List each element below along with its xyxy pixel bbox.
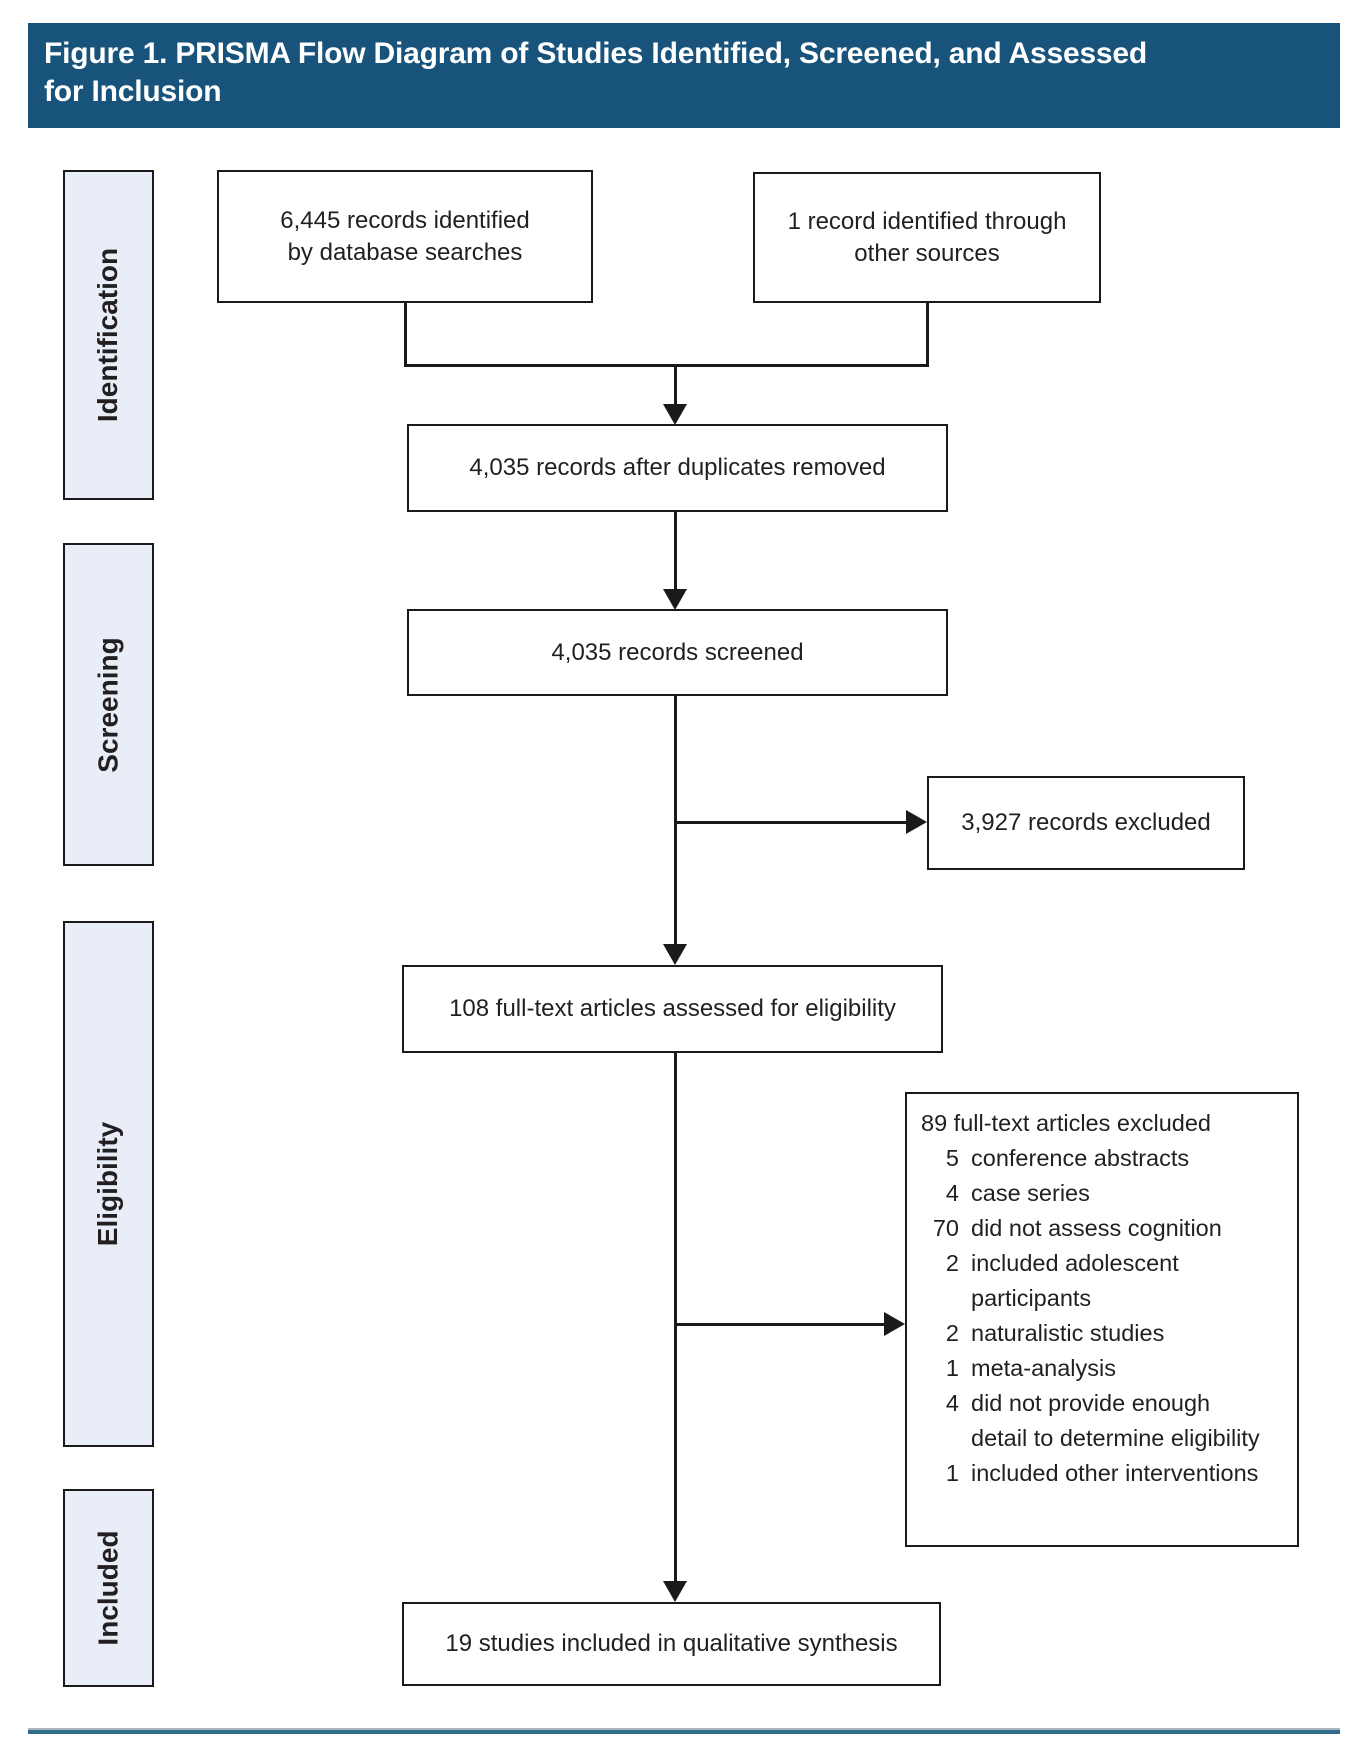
exclusion-item-count: 1 [945,1355,959,1381]
exclusion-item: 1 meta-analysis [921,1351,1285,1386]
stage-label-screening-text: Screening [92,636,124,773]
stage-label-identification-text: Identification [92,247,124,423]
stage-label-identification: Identification [63,170,154,500]
stage-label-screening: Screening [63,543,154,866]
box-fulltext-excluded: 89 full-text articles excluded 5 confere… [905,1092,1299,1547]
arrowhead-into-fulltext-box [663,944,687,965]
exclusion-item-count: 4 [945,1180,959,1206]
arrowhead-into-fulltext-excluded-box [884,1312,905,1336]
box-after-duplicates: 4,035 records after duplicates removed [407,424,948,512]
connector-left-drop [404,303,407,366]
box-included-synthesis-text: 19 studies included in qualitative synth… [445,1630,898,1657]
exclusion-item: 2 naturalistic studies [921,1316,1285,1351]
connector-merge-down [674,364,677,407]
connector-merge-horizontal [404,364,929,367]
box-other-sources-line2: other sources [854,239,1000,267]
arrowhead-into-screened-box [663,589,687,610]
exclusion-item-reason: naturalistic studies [971,1320,1165,1346]
exclusion-item: 2 included adolescent participants [921,1246,1285,1316]
box-fulltext-assessed: 108 full-text articles assessed for elig… [402,965,943,1053]
connector-branch-records-excluded [674,821,908,824]
exclusion-item: 4 case series [921,1176,1285,1211]
exclusion-item-reason: did not provide enough detail to determi… [971,1390,1260,1451]
connector-branch-fulltext-excluded [674,1323,886,1326]
box-records-identified: 6,445 records identified by database sea… [217,170,593,303]
figure-title-line1: Figure 1. PRISMA Flow Diagram of Studies… [44,37,1148,70]
exclusion-item-count: 4 [945,1390,959,1416]
exclusion-item-reason: included other interventions [971,1460,1259,1486]
arrowhead-into-duplicates-box [663,404,687,425]
connector-duplicates-to-screened [674,512,677,590]
figure-title-line2: for Inclusion [44,75,222,108]
box-records-excluded-text: 3,927 records excluded [961,809,1211,836]
connector-right-drop [926,303,929,366]
box-records-excluded: 3,927 records excluded [927,776,1245,870]
arrowhead-into-synthesis-box [663,1581,687,1602]
stage-label-eligibility: Eligibility [63,921,154,1447]
box-fulltext-excluded-title: 89 full-text articles excluded [921,1110,1211,1136]
exclusion-item: 1 included other interventions [921,1456,1285,1491]
footer-rule [28,1728,1340,1734]
stage-label-included: Included [63,1489,154,1687]
box-screened-text: 4,035 records screened [551,638,804,666]
exclusion-item-reason: did not assess cognition [971,1215,1222,1241]
connector-fulltext-to-included [674,1053,677,1582]
stage-label-eligibility-text: Eligibility [92,1121,124,1247]
exclusion-item-count: 2 [945,1250,959,1276]
box-records-identified-line1: 6,445 records identified [280,206,530,234]
exclusion-item-reason: case series [971,1180,1090,1206]
exclusion-item-count: 5 [945,1145,959,1171]
exclusion-item-count: 1 [945,1460,959,1486]
box-other-sources-line1: 1 record identified through [787,207,1067,235]
exclusion-item: 5 conference abstracts [921,1141,1285,1176]
box-fulltext-assessed-text: 108 full-text articles assessed for elig… [449,995,896,1022]
figure-title-bar: Figure 1. PRISMA Flow Diagram of Studies… [28,23,1340,128]
arrowhead-into-records-excluded-box [906,810,927,834]
box-after-duplicates-text: 4,035 records after duplicates removed [469,454,886,481]
box-included-synthesis: 19 studies included in qualitative synth… [402,1602,941,1686]
exclusion-item-reason: included adolescent participants [971,1250,1179,1311]
connector-screened-to-fulltext [674,696,677,945]
exclusion-item-reason: conference abstracts [971,1145,1190,1171]
exclusion-item: 70 did not assess cognition [921,1211,1285,1246]
exclusion-item-count: 70 [932,1215,959,1241]
exclusion-item-reason: meta-analysis [971,1355,1116,1381]
exclusion-item: 4 did not provide enough detail to deter… [921,1386,1285,1456]
box-other-sources: 1 record identified through other source… [753,172,1101,303]
exclusion-item-count: 2 [945,1320,959,1346]
box-records-identified-line2: by database searches [287,238,523,266]
box-screened: 4,035 records screened [407,609,948,696]
stage-label-included-text: Included [92,1530,124,1646]
